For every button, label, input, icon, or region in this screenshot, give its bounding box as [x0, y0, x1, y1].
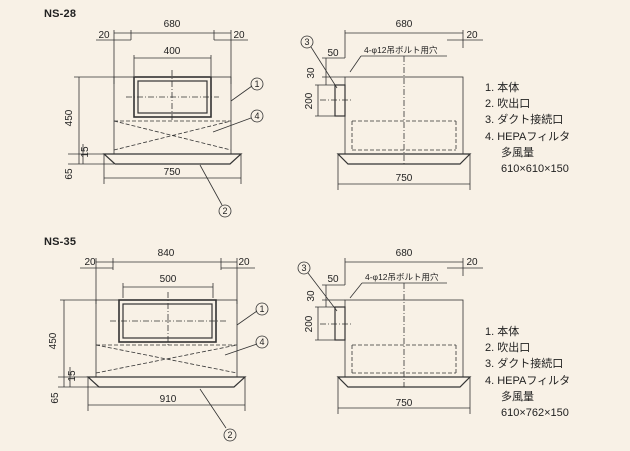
dim-foot-height: 65 — [64, 168, 75, 180]
dim-offset-a: 50 — [327, 274, 339, 285]
parts-legend-ns35: 1. 本体 2. 吹出口 3. ダクト接続口 4. HEPAフィルタ 多風量 6… — [485, 324, 570, 421]
dim-side-width: 680 — [396, 19, 413, 30]
legend-item-airflow: 多風量 — [501, 146, 534, 159]
dim-side-margin: 20 — [466, 257, 478, 268]
legend-item-body: 1. 本体 — [485, 326, 520, 338]
front-view-ns28: 680 20 20 400 750 — [64, 19, 264, 218]
dim-right-margin: 20 — [238, 257, 250, 268]
dim-base-width: 750 — [164, 167, 181, 178]
callout-2: 2 — [227, 430, 232, 440]
dim-outlet-width: 400 — [164, 46, 181, 57]
dim-duct-height: 200 — [304, 92, 315, 109]
legend-item-outlet: 2. 吹出口 — [485, 342, 531, 355]
dim-left-margin: 20 — [98, 30, 110, 41]
dim-foot-height: 65 — [50, 392, 61, 404]
dim-side-margin: 20 — [466, 30, 478, 41]
legend-item-duct: 3. ダクト接続口 — [485, 114, 564, 127]
dim-side-width: 680 — [396, 248, 413, 259]
legend-item-size: 610×762×150 — [501, 407, 569, 420]
dim-outlet-width: 500 — [160, 274, 177, 285]
dim-offset-a: 50 — [327, 48, 339, 59]
dim-base-height: 15 — [67, 370, 78, 382]
callout-3: 3 — [301, 263, 306, 273]
side-view-ns28: 680 20 4-φ12吊ボルト用穴 750 — [300, 19, 483, 190]
legend-item-body: 1. 本体 — [485, 82, 520, 94]
dim-height: 450 — [48, 332, 59, 349]
callout-1: 1 — [254, 79, 259, 89]
callout-4: 4 — [254, 111, 259, 121]
callout-3: 3 — [304, 37, 309, 47]
dim-width: 840 — [158, 248, 175, 259]
side-view-ns35: 680 20 4-φ12吊ボルト用穴 750 — [297, 248, 483, 414]
legend-item-hepa: 4. HEPAフィルタ — [485, 374, 571, 387]
callout-4: 4 — [259, 337, 264, 347]
dim-right-margin: 20 — [233, 30, 245, 41]
dim-left-margin: 20 — [84, 257, 96, 268]
dim-height: 450 — [64, 109, 75, 126]
legend-item-hepa: 4. HEPAフィルタ — [485, 130, 571, 143]
callout-2: 2 — [222, 206, 227, 216]
dim-offset-b: 30 — [306, 67, 317, 79]
parts-legend-ns28: 1. 本体 2. 吹出口 3. ダクト接続口 4. HEPAフィルタ 多風量 6… — [485, 80, 570, 177]
model-title-ns35: NS-35 — [44, 236, 77, 248]
model-title-ns28: NS-28 — [44, 8, 77, 20]
dim-offset-b: 30 — [306, 290, 317, 302]
legend-item-outlet: 2. 吹出口 — [485, 98, 531, 111]
callout-1: 1 — [259, 304, 264, 314]
bolt-hole-note: 4-φ12吊ボルト用穴 — [364, 45, 438, 55]
dim-side-base: 750 — [396, 398, 413, 409]
dim-side-base: 750 — [396, 173, 413, 184]
dim-base-width: 910 — [160, 394, 177, 405]
front-view-ns35: 840 20 20 500 910 — [48, 248, 269, 442]
bolt-hole-note: 4-φ12吊ボルト用穴 — [365, 272, 439, 282]
dim-duct-height: 200 — [304, 315, 315, 332]
legend-item-size: 610×610×150 — [501, 163, 569, 176]
dim-width: 680 — [164, 19, 181, 30]
dim-base-height: 15 — [80, 146, 91, 158]
legend-item-duct: 3. ダクト接続口 — [485, 358, 564, 371]
legend-item-airflow: 多風量 — [501, 390, 534, 403]
